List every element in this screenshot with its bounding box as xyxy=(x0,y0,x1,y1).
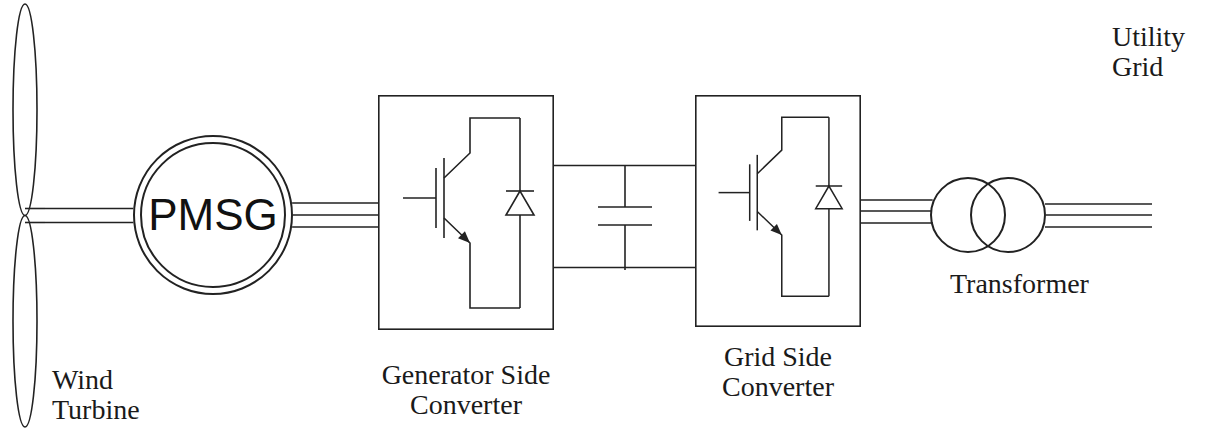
power-connection xyxy=(554,166,695,268)
power-connection xyxy=(861,200,933,223)
power-connection xyxy=(292,203,378,227)
converter-box-outline xyxy=(695,95,861,327)
grid-three-phase-lines xyxy=(1045,204,1152,227)
converter-box: Generator Side Converter xyxy=(378,95,554,330)
transformer-symbol-outline xyxy=(930,177,1046,253)
component-label: Generator Side Converter xyxy=(346,360,586,420)
grid-label: Utility Grid xyxy=(1112,22,1207,82)
power-connection xyxy=(45,209,133,223)
component-label: Wind Turbine xyxy=(52,365,172,425)
dc-link-capacitor xyxy=(598,165,652,270)
converter-box-outline xyxy=(378,95,554,330)
wind-turbine: Wind Turbine xyxy=(5,2,45,429)
generator-name: PMSG xyxy=(148,190,278,240)
generator-circle: PMSG xyxy=(133,135,293,295)
wind-turbine-outline xyxy=(5,2,45,429)
component-label: Transformer xyxy=(950,269,1120,299)
transformer-symbol: Transformer xyxy=(930,177,1046,253)
component-label: Grid Side Converter xyxy=(678,342,878,402)
converter-box: Grid Side Converter xyxy=(695,95,861,327)
